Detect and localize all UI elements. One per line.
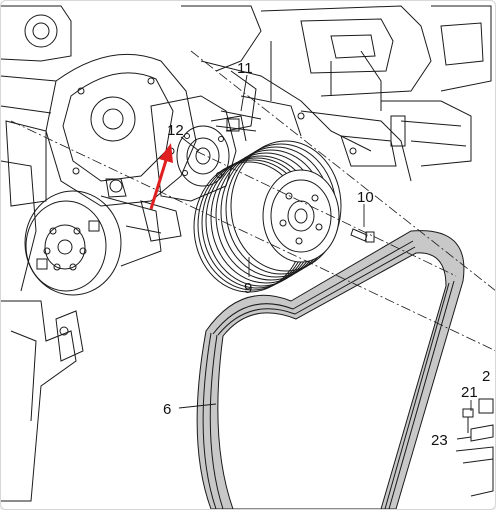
callout-10: 10 [357,189,374,206]
lower-frame [1,160,84,502]
grooved-pulley [193,140,342,293]
callout-6: 6 [163,401,171,418]
bolt-10 [350,228,375,243]
red-arrow [149,143,173,210]
leader-lines [178,74,472,440]
upper-frame-structure [181,5,492,182]
callout-11: 11 [237,60,253,77]
serpentine-belt [196,230,465,509]
washer-23 [455,424,494,497]
callout-12: 12 [167,122,184,139]
engine-housing [1,5,197,207]
bolt-21 [462,398,494,433]
front-pulley [24,178,162,296]
callout-9: 9 [244,280,252,297]
callout-21: 21 [461,384,478,401]
callout-23: 23 [431,432,448,449]
alignment-lines [10,50,495,351]
callout-2: 2 [482,368,490,385]
